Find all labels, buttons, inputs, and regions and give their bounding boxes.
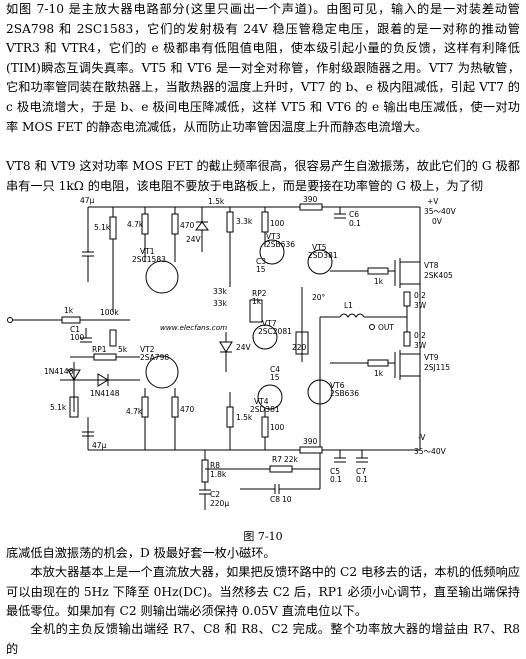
figure-caption: 图 7-10 <box>243 530 283 543</box>
r8-value: 1.8k <box>210 470 227 479</box>
vt7-type: 2SC2081 <box>258 327 292 336</box>
temp-label: 20° <box>312 293 326 302</box>
out-label: OUT <box>378 323 394 332</box>
vt4-label: VT4 <box>254 397 269 406</box>
r-100-a-label: 100 <box>270 219 285 228</box>
vt1-label: VT1 <box>140 247 155 256</box>
paragraph-continue: 底减低自激振荡的机会，D 极最好套一枚小磁环。 <box>6 546 276 560</box>
zener-a-label: 24V <box>186 235 202 244</box>
rp2-label: RP2 <box>252 289 267 298</box>
supply-pos-value: 35～40V <box>424 207 457 216</box>
vt8-type: 2SK405 <box>424 271 453 280</box>
w-3w-a-label: 3W <box>414 301 427 310</box>
rp1-label: RP1 <box>92 345 107 354</box>
vt5-label: VT5 <box>312 243 327 252</box>
c4-label: C4 <box>270 365 280 374</box>
r-3k3-label: 3.3k <box>236 217 253 226</box>
r-470-b-label: 470 <box>180 405 195 414</box>
vt2-label: VT2 <box>140 345 155 354</box>
rp2-value: 1k <box>252 297 262 306</box>
gnd-label: 0V <box>432 217 443 226</box>
supply-neg-sign: -V <box>418 433 426 442</box>
vt9-type: 2SJ115 <box>424 363 450 372</box>
l1-label: L1 <box>344 301 353 310</box>
r-1k-a-label: 1k <box>374 277 384 286</box>
vt3-label: VT3 <box>266 232 281 241</box>
d1-label: 1N4148 <box>44 367 74 376</box>
c6-value: 0.1 <box>349 219 361 228</box>
paragraph-mosfet: VT8 和 VT9 这对功率 MOS FET 的截止频率很高，很容易产生自激振荡… <box>6 159 520 193</box>
c3-value: 15 <box>256 265 266 274</box>
c4-value: 15 <box>270 373 280 382</box>
c5-label: C5 <box>330 467 340 476</box>
vt8-label: VT8 <box>424 261 439 270</box>
c1-value: 100 <box>70 333 85 342</box>
vt5-type: 2SD381 <box>308 251 338 260</box>
c-47u-b-label: 47μ <box>92 441 107 450</box>
c3-label: C3 <box>256 257 266 266</box>
c-in-label: 47μ <box>80 196 95 205</box>
zener-b-label: 24V <box>236 343 252 352</box>
paragraph-feedback: 全机的主负反馈输出端经 R7、C8 和 R8、C2 完成。整个功率放大器的增益由… <box>6 622 520 656</box>
r-33k-b-label: 33k <box>213 299 228 308</box>
c6-label: C6 <box>349 210 359 219</box>
c5-value: 0.1 <box>330 475 342 484</box>
r-02-a-label: 0.2 <box>414 291 426 300</box>
r-1k-in-label: 1k <box>64 306 74 315</box>
rp1-value: 5k <box>118 345 128 354</box>
r-220-label: 220 <box>292 343 307 352</box>
r-1k5-b-label: 1.5k <box>236 413 253 422</box>
vt6-type: 2SB636 <box>330 389 359 398</box>
circuit-diagram: 47μ 5.1k 4.7k 470 24V 3.3k 1.5k 100 390 … <box>7 195 457 510</box>
r-1k5-a-label: 1.5k <box>208 197 225 206</box>
r7-value: 22k <box>284 455 299 464</box>
vt7-label: VT7 <box>262 319 277 328</box>
r-100-b-label: 100 <box>270 423 285 432</box>
supply-neg-value: 35～40V <box>414 447 447 456</box>
r-100k-label: 100k <box>100 308 119 317</box>
vt3-type: 2SB636 <box>266 240 295 249</box>
r-390-a-label: 390 <box>303 195 318 204</box>
r-1k-b-label: 1k <box>374 369 384 378</box>
w-3w-b-label: 3W <box>414 341 427 350</box>
vt9-label: VT9 <box>424 353 439 362</box>
c2-value: 220μ <box>210 499 229 508</box>
c8-label: C8 <box>270 495 280 504</box>
r-5k1-b-label: 5.1k <box>50 403 67 412</box>
c8-value: 10 <box>282 495 292 504</box>
r-33k-a-label: 33k <box>213 287 228 296</box>
r-4k7-a-label: 4.7k <box>127 220 144 229</box>
watermark: www.elecfans.com <box>160 323 227 332</box>
paragraph-dc-amp: 本放大器基本上是一个直流放大器，如果把反馈环路中的 C2 电移去的话，本机的低频… <box>6 565 520 619</box>
vt1-type: 2SC1583 <box>132 255 166 264</box>
r8-label: R8 <box>210 461 220 470</box>
vt6-label: VT6 <box>330 381 345 390</box>
c2-label: C2 <box>210 490 220 499</box>
c7-value: 0.1 <box>356 475 368 484</box>
paragraph-intro: 如图 7-10 是主放大器电路部分(这里只画出一个声道)。由图可见，输入的是一对… <box>6 2 520 134</box>
r7-label: R7 <box>272 455 282 464</box>
r-390-b-label: 390 <box>303 437 318 446</box>
c7-label: C7 <box>356 467 366 476</box>
d2-label: 1N4148 <box>90 389 120 398</box>
vt4-type: 2SD381 <box>250 405 280 414</box>
vt2-type: 2SA798 <box>140 353 169 362</box>
r-4k7-b-label: 4.7k <box>126 407 143 416</box>
c1-label: C1 <box>70 325 80 334</box>
supply-pos-sign: +V <box>427 197 439 206</box>
r-02-b-label: 0.2 <box>414 331 426 340</box>
r-5k1-a-label: 5.1k <box>94 223 111 232</box>
r-470-a-label: 470 <box>180 221 195 230</box>
